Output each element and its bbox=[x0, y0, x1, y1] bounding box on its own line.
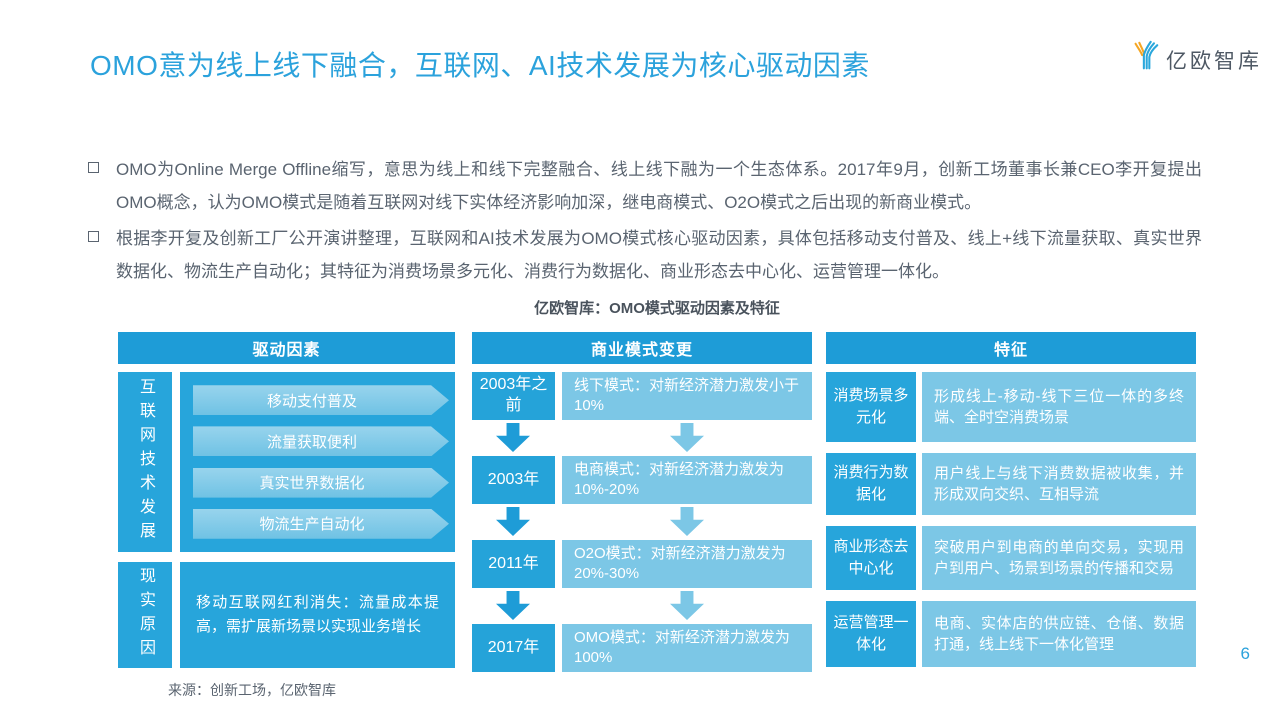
bullet-item: 根据李开复及创新工厂公开演讲整理，互联网和AI技术发展为OMO模式核心驱动因素，… bbox=[88, 222, 1202, 288]
feature-label: 消费场景多元化 bbox=[826, 372, 916, 442]
bullet-item: OMO为Online Merge Offline缩写，意思为线上和线下完整融合、… bbox=[88, 153, 1202, 219]
bullet-text: 根据李开复及创新工厂公开演讲整理，互联网和AI技术发展为OMO模式核心驱动因素，… bbox=[116, 229, 1202, 282]
feature-description: 形成线上-移动-线下三位一体的多终端、全时空消费场景 bbox=[922, 372, 1196, 442]
drivers-reality-box: 移动互联网红利消失：流量成本提高，需扩展新场景以实现业务增长 bbox=[180, 562, 455, 668]
omo-diagram: 驱动因素 互联网技术发展 移动支付普及 流量获取便利 真实世界数据化 物流生产自… bbox=[118, 332, 1196, 672]
square-bullet-icon bbox=[88, 162, 99, 173]
page-number: 6 bbox=[1240, 644, 1250, 663]
bullet-text: OMO为Online Merge Offline缩写，意思为线上和线下完整融合、… bbox=[116, 160, 1202, 213]
vertical-label-reality: 现实原因 bbox=[118, 562, 172, 668]
timeline-gap bbox=[472, 420, 812, 456]
column-business-models: 商业模式变更 2003年之前 线下模式：对新经济潜力激发小于10% 2003年 … bbox=[472, 332, 812, 672]
column-features: 特征 消费场景多元化 形成线上-移动-线下三位一体的多终端、全时空消费场景 消费… bbox=[826, 332, 1196, 667]
feature-label: 运营管理一体化 bbox=[826, 601, 916, 667]
timeline-row: 2011年 O2O模式：对新经济潜力激发为20%-30% bbox=[472, 540, 812, 588]
driver-arrow: 移动支付普及 bbox=[193, 385, 449, 416]
driver-arrow: 真实世界数据化 bbox=[193, 467, 449, 498]
down-arrow-icon bbox=[496, 507, 530, 536]
features-body: 消费场景多元化 形成线上-移动-线下三位一体的多终端、全时空消费场景 消费行为数… bbox=[826, 372, 1196, 678]
column-header-business: 商业模式变更 bbox=[472, 332, 812, 364]
feature-description: 电商、实体店的供应链、仓储、数据打通，线上线下一体化管理 bbox=[922, 601, 1196, 667]
feature-label: 商业形态去中心化 bbox=[826, 526, 916, 590]
down-arrow-icon bbox=[670, 507, 704, 536]
model-description: OMO模式：对新经济潜力激发为100% bbox=[562, 624, 812, 672]
year-box: 2003年之前 bbox=[472, 372, 555, 420]
year-box: 2017年 bbox=[472, 624, 555, 672]
model-description: 电商模式：对新经济潜力激发为10%-20% bbox=[562, 456, 812, 504]
down-arrow-icon bbox=[670, 591, 704, 620]
driver-arrow: 流量获取便利 bbox=[193, 426, 449, 457]
timeline-gap bbox=[472, 588, 812, 624]
square-bullet-icon bbox=[88, 231, 99, 243]
timeline-row: 2003年之前 线下模式：对新经济潜力激发小于10% bbox=[472, 372, 812, 420]
model-description: O2O模式：对新经济潜力激发为20%-30% bbox=[562, 540, 812, 588]
business-body: 2003年之前 线下模式：对新经济潜力激发小于10% 2003年 电商模式：对新… bbox=[472, 372, 812, 672]
feature-description: 用户线上与线下消费数据被收集，并形成双向交织、互相导流 bbox=[922, 453, 1196, 515]
drivers-tech-box: 移动支付普及 流量获取便利 真实世界数据化 物流生产自动化 bbox=[180, 372, 455, 552]
column-header-features: 特征 bbox=[826, 332, 1196, 364]
column-header-drivers: 驱动因素 bbox=[118, 332, 455, 364]
feature-row: 运营管理一体化 电商、实体店的供应链、仓储、数据打通，线上线下一体化管理 bbox=[826, 601, 1196, 667]
timeline-row: 2017年 OMO模式：对新经济潜力激发为100% bbox=[472, 624, 812, 672]
year-box: 2003年 bbox=[472, 456, 555, 504]
yiou-logo-icon bbox=[1128, 40, 1162, 79]
column-drivers: 驱动因素 互联网技术发展 移动支付普及 流量获取便利 真实世界数据化 物流生产自… bbox=[118, 332, 455, 668]
feature-row: 消费场景多元化 形成线上-移动-线下三位一体的多终端、全时空消费场景 bbox=[826, 372, 1196, 442]
driver-arrow: 物流生产自动化 bbox=[193, 508, 449, 539]
feature-description: 突破用户到电商的单向交易，实现用户到用户、场景到场景的传播和交易 bbox=[922, 526, 1196, 590]
source-note: 来源：创新工场，亿欧智库 bbox=[168, 682, 336, 698]
year-box: 2011年 bbox=[472, 540, 555, 588]
down-arrow-icon bbox=[496, 423, 530, 452]
feature-row: 商业形态去中心化 突破用户到电商的单向交易，实现用户到用户、场景到场景的传播和交… bbox=[826, 526, 1196, 590]
vertical-label-internet-tech: 互联网技术发展 bbox=[118, 372, 172, 552]
timeline-row: 2003年 电商模式：对新经济潜力激发为10%-20% bbox=[472, 456, 812, 504]
down-arrow-icon bbox=[496, 591, 530, 620]
figure-caption: 亿欧智库：OMO模式驱动因素及特征 bbox=[534, 300, 780, 317]
summary-bullets: OMO为Online Merge Offline缩写，意思为线上和线下完整融合、… bbox=[88, 153, 1202, 292]
model-description: 线下模式：对新经济潜力激发小于10% bbox=[562, 372, 812, 420]
timeline-gap bbox=[472, 504, 812, 540]
brand-logo-text: 亿欧智库 bbox=[1166, 49, 1262, 73]
down-arrow-icon bbox=[670, 423, 704, 452]
feature-label: 消费行为数据化 bbox=[826, 453, 916, 515]
feature-row: 消费行为数据化 用户线上与线下消费数据被收集，并形成双向交织、互相导流 bbox=[826, 453, 1196, 515]
brand-logo: 亿欧智库 bbox=[1128, 40, 1262, 79]
page-title: OMO意为线上线下融合，互联网、AI技术发展为核心驱动因素 bbox=[90, 50, 870, 81]
